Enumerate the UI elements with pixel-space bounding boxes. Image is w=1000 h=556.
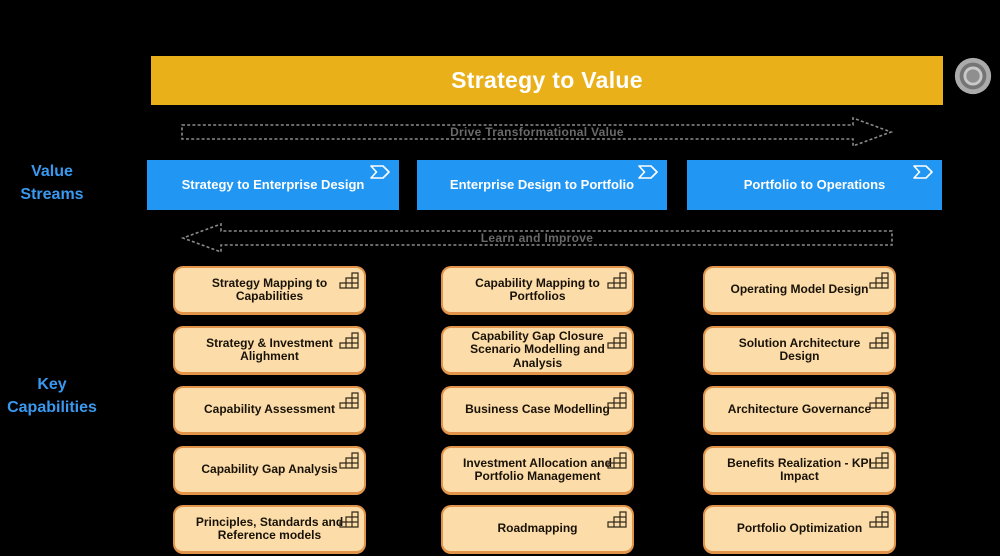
capability-box: Roadmapping [441, 505, 634, 554]
value-stream-icon [913, 165, 933, 183]
capability-label: Strategy Mapping to Capabilities [211, 275, 328, 303]
capability-box: Benefits Realization - KPI Impact [703, 446, 896, 495]
capability-label: Architecture Governance [727, 402, 872, 417]
capability-grid-icon [339, 272, 359, 292]
capability-grid-icon [869, 392, 889, 412]
capability-grid-icon [869, 272, 889, 292]
capability-box: Capability Assessment [173, 386, 366, 435]
capability-box: Principles, Standards and Reference mode… [173, 505, 366, 554]
value-stream-box-enterprise-design-to-portfolio: Enterprise Design to Portfolio [417, 160, 667, 210]
capability-label: Business Case Modelling [465, 402, 610, 417]
capability-label: Principles, Standards and Reference mode… [195, 514, 344, 542]
capability-grid-icon [607, 452, 627, 472]
capability-box: Strategy & Investment Alighment [173, 326, 366, 375]
capability-box: Operating Model Design [703, 266, 896, 315]
value-stream-box-strategy-to-enterprise-design: Strategy to Enterprise Design [147, 160, 399, 210]
capability-label: Capability Gap Closure Scenario Modellin… [470, 328, 605, 370]
capability-grid-icon [339, 392, 359, 412]
capability-label: Capability Mapping to Portfolios [475, 275, 600, 303]
value-stream-label: Strategy to Enterprise Design [181, 176, 365, 192]
value-stream-box-portfolio-to-operations: Portfolio to Operations [687, 160, 942, 210]
capability-grid-icon [607, 511, 627, 531]
learn-and-improve-arrow: Learn and Improve [181, 223, 893, 253]
capability-grid-icon [339, 452, 359, 472]
value-stream-label: Enterprise Design to Portfolio [449, 176, 635, 192]
capability-box: Capability Gap Closure Scenario Modellin… [441, 326, 634, 375]
capability-box: Portfolio Optimization [703, 505, 896, 554]
capability-label: Operating Model Design [730, 282, 869, 297]
capability-grid-icon [339, 332, 359, 352]
capability-label: Strategy & Investment Alighment [206, 335, 333, 363]
title-banner: Strategy to Value [151, 56, 943, 105]
capability-label: Capability Assessment [204, 402, 335, 417]
page-title: Strategy to Value [451, 67, 643, 93]
capability-box: Architecture Governance [703, 386, 896, 435]
capability-label: Investment Allocation and Portfolio Mana… [463, 455, 612, 483]
capability-grid-icon [607, 392, 627, 412]
backward-arrow-label: Learn and Improve [480, 231, 594, 245]
capability-grid-icon [869, 511, 889, 531]
capability-box: Investment Allocation and Portfolio Mana… [441, 446, 634, 495]
value-stream-label: Portfolio to Operations [743, 176, 886, 192]
value-streams-label: Value Streams [20, 163, 84, 204]
capability-box: Strategy Mapping to Capabilities [173, 266, 366, 315]
capability-grid-icon [869, 332, 889, 352]
key-capabilities-label: Key Capabilities [7, 376, 97, 417]
value-stream-icon [638, 165, 658, 183]
capability-label: Capability Gap Analysis [201, 462, 338, 477]
capability-grid-icon [607, 272, 627, 292]
capability-label: Benefits Realization - KPI Impact [727, 455, 872, 483]
capability-grid-icon [607, 332, 627, 352]
capability-box: Solution Architecture Design [703, 326, 896, 375]
value-stream-icon [370, 165, 390, 183]
drive-transformational-value-arrow: Drive Transformational Value [181, 116, 893, 148]
capability-label: Portfolio Optimization [736, 521, 863, 536]
capability-grid-icon [339, 511, 359, 531]
forward-arrow-label: Drive Transformational Value [450, 125, 624, 139]
capability-box: Capability Mapping to Portfolios [441, 266, 634, 315]
capability-label: Roadmapping [497, 521, 578, 536]
capability-box: Business Case Modelling [441, 386, 634, 435]
capability-grid-icon [869, 452, 889, 472]
capability-label: Solution Architecture Design [738, 335, 861, 363]
capability-box: Capability Gap Analysis [173, 446, 366, 495]
target-icon [952, 55, 994, 102]
